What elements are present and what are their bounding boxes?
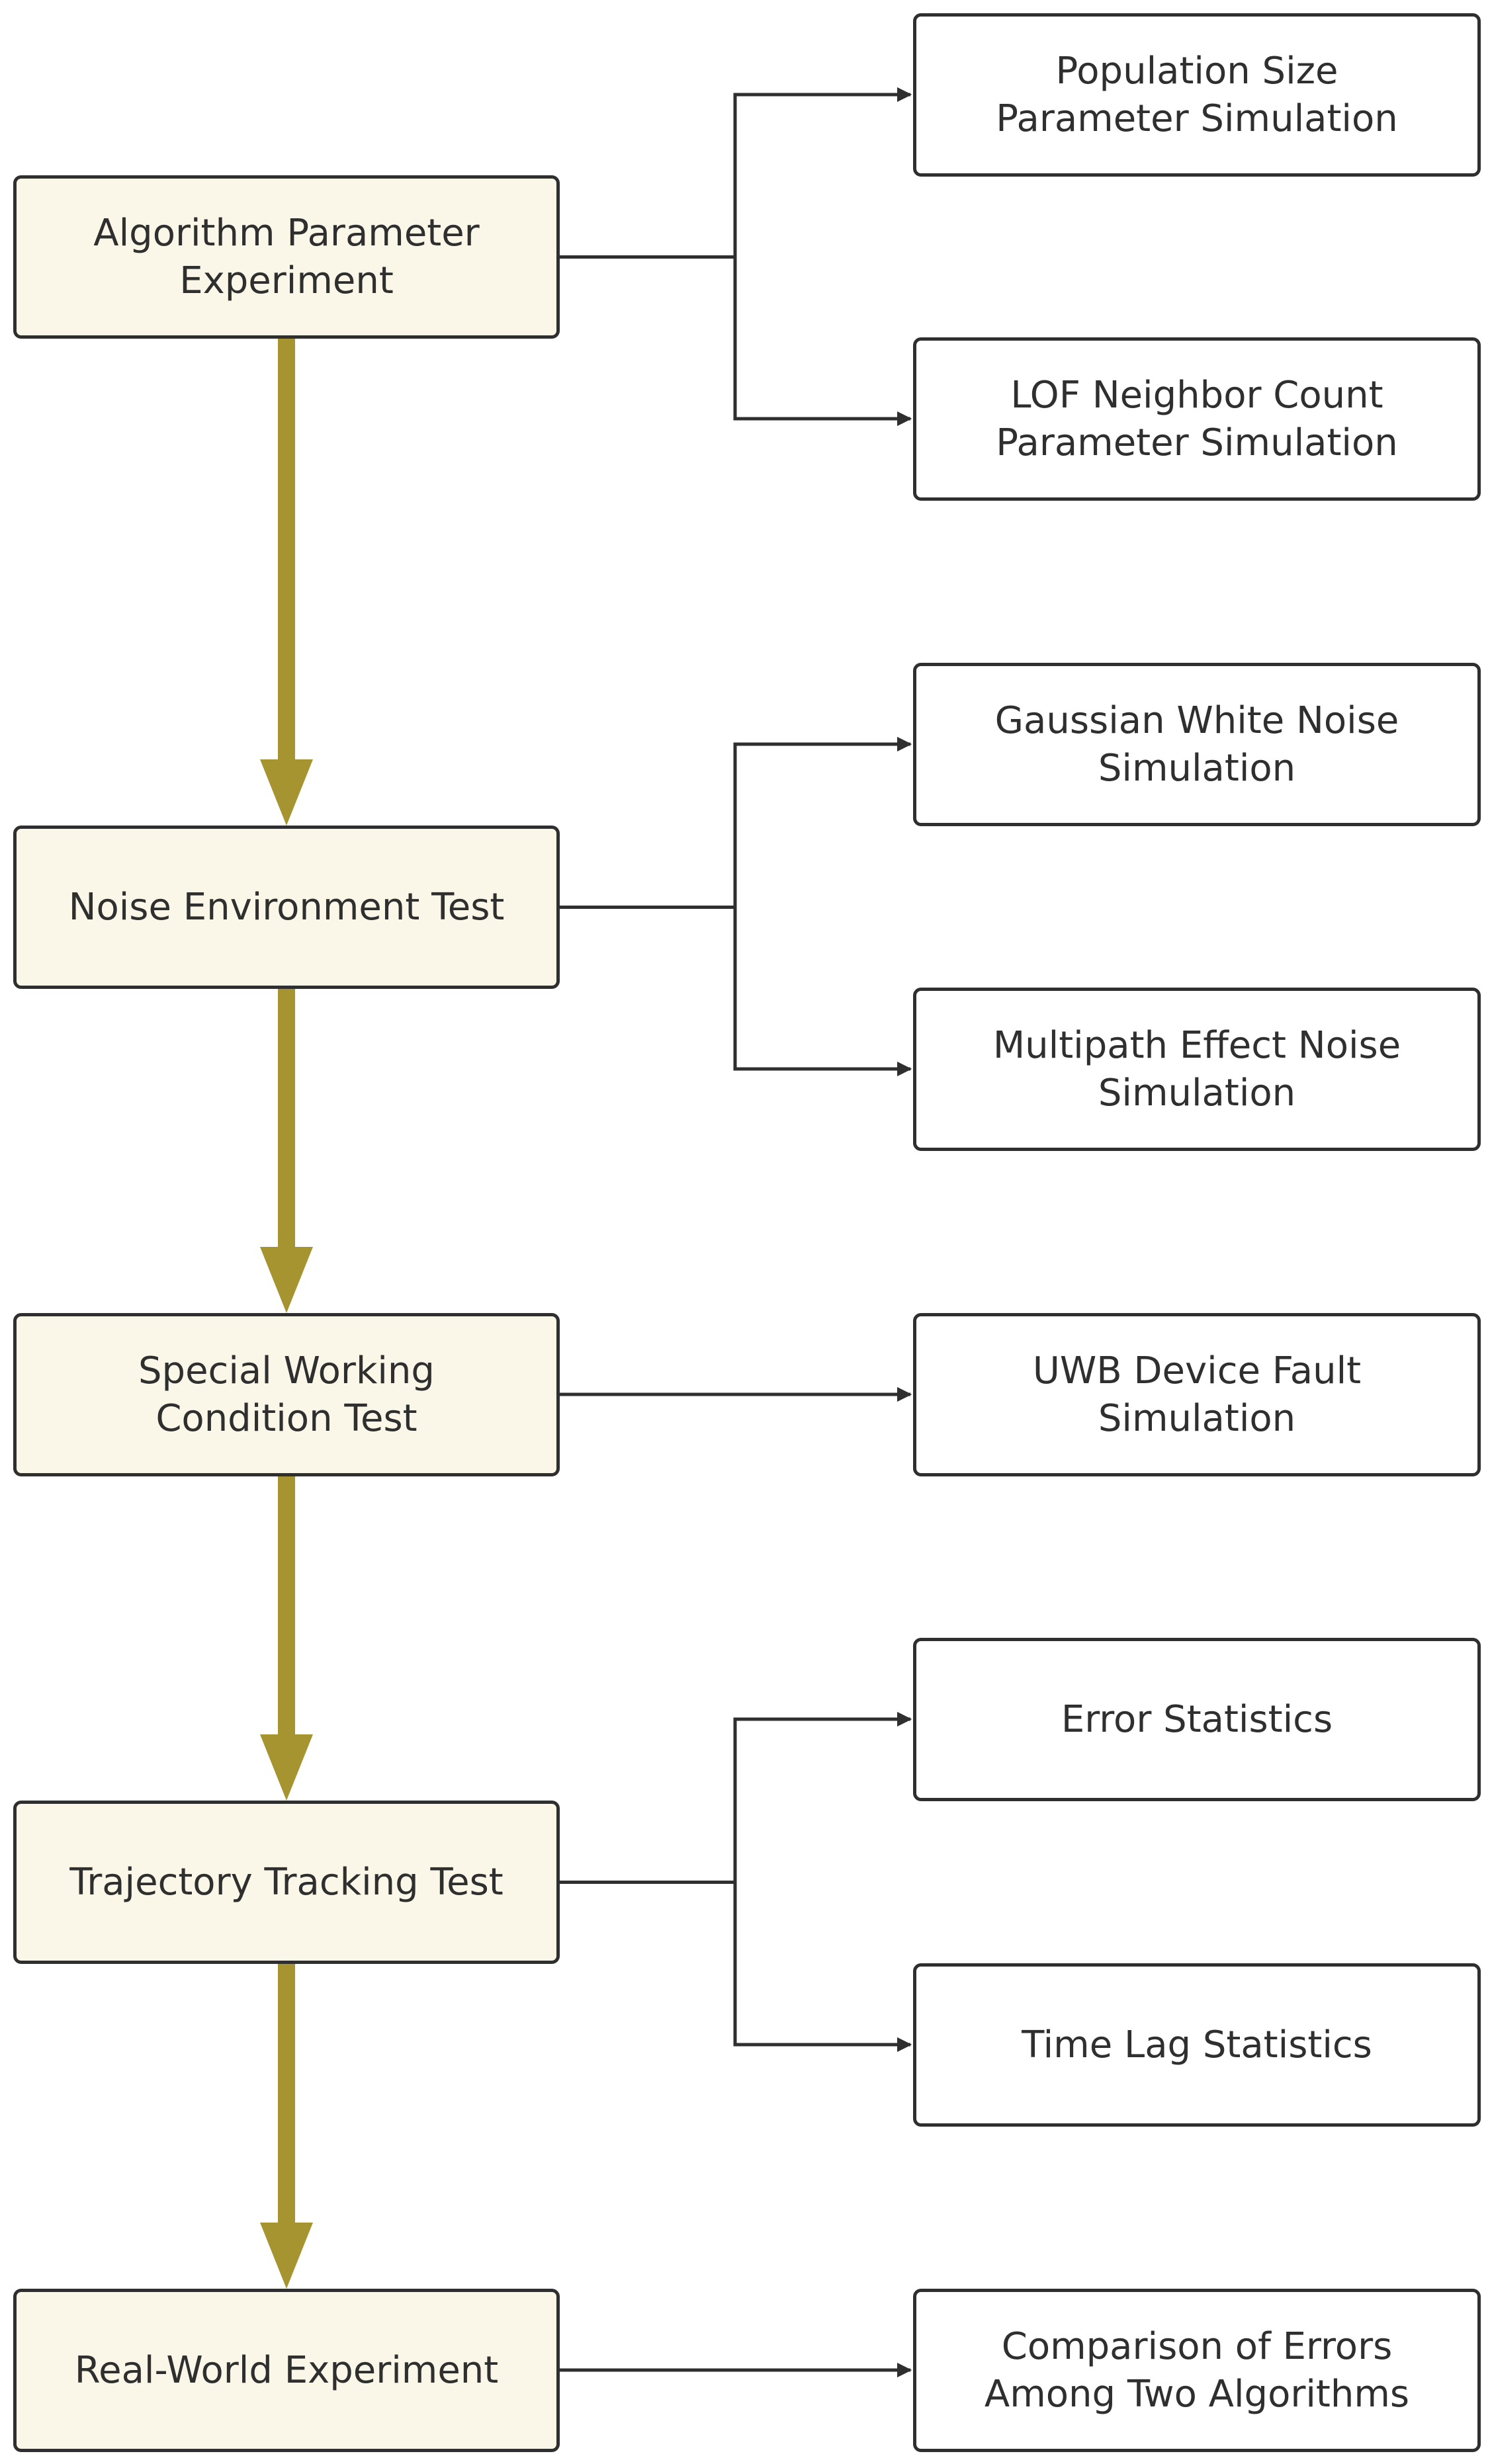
sub-box-multipath-effect-noise-simulation: Multipath Effect Noise Simulation	[913, 988, 1481, 1151]
sub-label: Time Lag Statistics	[1022, 2023, 1372, 2066]
stage-box-real-world-experiment: Real-World Experiment	[13, 2289, 560, 2452]
stage-label: Real-World Experiment	[74, 2348, 499, 2392]
sub-label: Gaussian White Noise Simulation	[994, 699, 1399, 790]
stage-box-noise-environment-test: Noise Environment Test	[13, 826, 560, 989]
stage-box-algorithm-parameter-experiment: Algorithm Parameter Experiment	[13, 175, 560, 339]
sub-box-lof-neighbor-count-parameter-simulation: LOF Neighbor Count Parameter Simulation	[913, 337, 1481, 501]
stage-box-trajectory-tracking-test: Trajectory Tracking Test	[13, 1801, 560, 1964]
sub-box-time-lag-statistics: Time Lag Statistics	[913, 1963, 1481, 2127]
stage-label: Algorithm Parameter Experiment	[93, 211, 480, 302]
sub-label: LOF Neighbor Count Parameter Simulation	[996, 373, 1398, 464]
branch-connector	[560, 87, 912, 427]
sub-box-gaussian-white-noise-simulation: Gaussian White Noise Simulation	[913, 663, 1481, 826]
stage-label: Noise Environment Test	[68, 885, 505, 929]
flow-arrow	[260, 1476, 313, 1801]
sub-box-comparison-of-errors: Comparison of Errors Among Two Algorithm…	[913, 2289, 1481, 2452]
stage-label: Special Working Condition Test	[138, 1349, 435, 1440]
sub-label: Multipath Effect Noise Simulation	[992, 1023, 1401, 1115]
sub-label: UWB Device Fault Simulation	[1032, 1349, 1362, 1440]
stage-box-special-working-condition-test: Special Working Condition Test	[13, 1313, 560, 1476]
sub-label: Comparison of Errors Among Two Algorithm…	[984, 2324, 1410, 2416]
branch-connector	[560, 736, 912, 1077]
stage-label: Trajectory Tracking Test	[69, 1860, 504, 1904]
sub-label: Population Size Parameter Simulation	[996, 49, 1398, 140]
sub-box-error-statistics: Error Statistics	[913, 1638, 1481, 1801]
flow-arrow	[260, 339, 313, 826]
flow-arrow	[260, 1964, 313, 2289]
flow-arrow	[260, 989, 313, 1313]
sub-box-uwb-device-fault-simulation: UWB Device Fault Simulation	[913, 1313, 1481, 1476]
branch-connector	[560, 1711, 912, 2053]
sub-label: Error Statistics	[1061, 1697, 1333, 1741]
sub-box-population-size-parameter-simulation: Population Size Parameter Simulation	[913, 13, 1481, 177]
